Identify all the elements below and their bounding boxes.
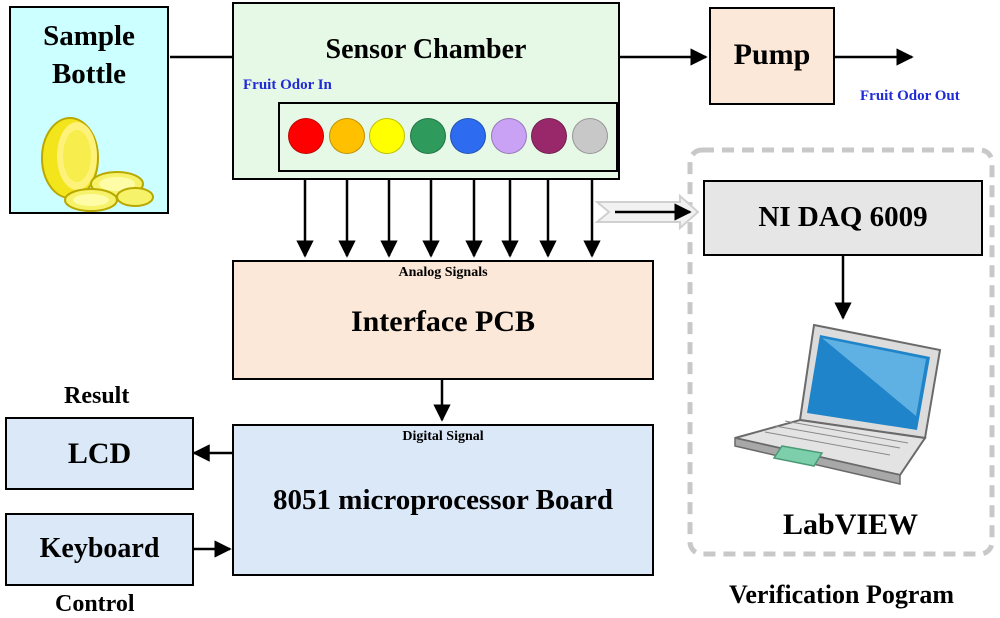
sensor-array-box (278, 102, 618, 172)
analog-signals-label: Analog Signals (398, 265, 488, 280)
sensor-orange-icon (328, 118, 365, 154)
sensor-chamber-box: Sensor Chamber Fruit Odor In (232, 2, 620, 180)
lcd-label: LCD (67, 437, 132, 470)
sensor-gray-icon (571, 118, 608, 154)
sensor-lavender-icon (490, 118, 527, 154)
ni-daq-label: NI DAQ 6009 (758, 201, 928, 233)
lcd-box: LCD (5, 417, 194, 490)
verification-program-label: Verification Pogram (729, 580, 955, 609)
sensor-array (288, 118, 608, 156)
sensor-yellow-icon (369, 118, 405, 154)
fruit-odor-in-label: Fruit Odor In (243, 77, 332, 93)
sample-bottle-box: Sample Bottle (9, 6, 169, 214)
keyboard-label: Keyboard (39, 533, 160, 564)
sensor-blue-icon (450, 118, 486, 154)
analog-signal-arrows (296, 180, 601, 258)
sensor-green-icon (409, 118, 446, 154)
sensor-red-icon (288, 118, 324, 154)
lemon-icon (41, 117, 154, 212)
microprocessor-board-label: 8051 microprocessor Board (273, 484, 613, 516)
interface-pcb-label: Interface PCB (350, 305, 536, 338)
verification-group-border (687, 147, 995, 557)
pump-label: Pump (733, 38, 811, 71)
laptop-icon (734, 323, 942, 485)
interface-pcb-box: Analog Signals Interface PCB (232, 260, 654, 380)
ni-daq-box: NI DAQ 6009 (703, 180, 983, 256)
fruit-odor-out-label: Fruit Odor Out (860, 88, 960, 104)
arrow-to-daq (594, 193, 700, 231)
pump-box: Pump (709, 7, 835, 105)
keyboard-box: Keyboard (5, 513, 194, 586)
microprocessor-board-box: Digital Signal 8051 microprocessor Board (232, 424, 654, 576)
sample-bottle-label-line1: Sample (43, 20, 135, 52)
sensor-chamber-label: Sensor Chamber (325, 34, 527, 65)
sample-bottle-label-line2: Bottle (51, 58, 127, 90)
control-label: Control (55, 591, 135, 617)
result-label: Result (64, 383, 130, 409)
labview-label: LabVIEW (783, 508, 919, 541)
digital-signal-label: Digital Signal (402, 429, 484, 444)
sensor-purple-icon (531, 118, 567, 154)
